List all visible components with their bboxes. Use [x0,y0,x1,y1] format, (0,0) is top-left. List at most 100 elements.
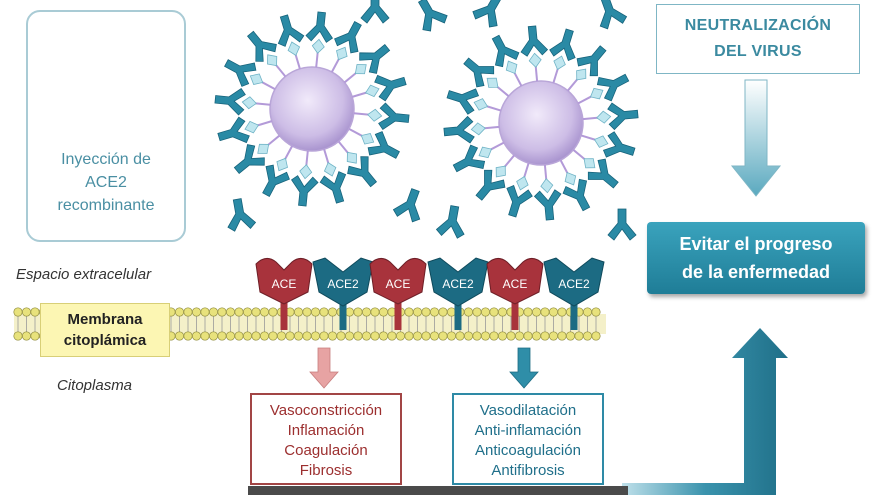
ace-effect-item: Coagulación [284,442,368,459]
ace2-bound-tip [502,57,521,77]
lipid-head-inner [242,331,253,341]
antibody-icon [377,102,411,133]
spike-stalk [254,102,271,106]
lipid-head-outer [463,307,474,317]
lipid-head-inner [251,331,261,341]
lipid-head-outer [582,307,593,317]
lipid-head-inner [336,331,346,341]
lipid-head-inner [489,331,499,341]
lipid-head-inner [21,331,32,341]
ace2-bound-tip [471,96,490,113]
lipid-head-inner [285,331,295,341]
lipid-head-inner [310,331,321,341]
lipid-head-inner [370,331,380,341]
spike-stalk [567,77,579,92]
lipid-head-outer [327,307,338,317]
lipid-head-outer [531,307,542,317]
antibody-icon [606,100,640,131]
ace2-effect-item: Anti-inflamación [474,422,582,439]
ace2-bound-tip [322,160,339,179]
antibody-icon [518,24,549,58]
lipid-head-inner [591,331,601,341]
ace2-effect-item: Antifibrosis [491,462,565,479]
lipid-head-inner [480,331,491,341]
receptor-label: ACE2 [327,277,359,291]
receptor-stem [570,300,578,330]
receptor-label: ACE2 [442,277,474,291]
lipid-head-outer [421,307,431,317]
receptor-stem [394,300,402,330]
virus-particle-left [213,10,411,208]
ace-receptor: ACE [486,258,544,330]
antibody-icon [533,188,564,222]
lipid-head-inner [455,331,465,341]
lipid-head-inner [506,331,516,341]
lipid-head-outer [13,307,23,317]
antibody-icon [594,65,634,104]
ace2-receptor: ACE2 [312,257,374,330]
ace2-bound-tip [298,163,313,180]
lipid-head-inner [497,331,508,341]
bottom-bar [248,486,628,495]
lipid-head-outer [234,307,244,317]
receptor-head [486,258,544,305]
lipid-head-outer [259,307,270,317]
spike-stalk [552,67,560,84]
lipid-head-outer [404,307,414,317]
antibody-icon [607,208,637,241]
lipid-head-inner [276,331,287,341]
spike-stalk [489,141,505,151]
lipid-head-inner [268,331,278,341]
lipid-head-outer [378,307,389,317]
antibody-icon [590,0,629,32]
lipid-head-outer [446,307,457,317]
spike-stalk [283,145,294,161]
lipid-head-inner [523,331,533,341]
spike-stalk [559,159,569,175]
ace2-bound-tip [358,129,377,148]
cytoplasm-label: Citoplasma [57,377,133,394]
neutralization-line1: NEUTRALIZACIÓN [684,17,832,34]
lipid-head-inner [574,331,584,341]
lipid-head-outer [438,307,448,317]
receptor-label: ACE [272,277,297,291]
spike-stalk [483,125,500,130]
ace-effects-box: Vasoconstricción Inflamación Coagulación… [250,393,402,485]
spike-stalk [274,63,287,78]
lipid-head-inner [30,331,40,341]
arrow-down-icon [730,79,782,197]
ace2-receptor: ACE2 [427,257,489,330]
injection-line1: Inyección de [61,151,151,168]
spike-stalk [582,116,599,121]
spike-stalk [534,65,539,82]
lipid-head-outer [268,307,278,317]
antibody-icon [443,81,481,117]
lipid-head-outer [497,307,508,317]
antibody-icon [435,203,469,240]
antibody-icon [318,169,354,207]
ace2-bound-tip [587,84,607,103]
antibody-icon [270,11,306,49]
spike-stalk [305,150,309,167]
receptor-label: ACE2 [558,277,590,291]
lipid-head-outer [548,307,559,317]
lipid-head-outer [591,307,601,317]
ace2-bound-tip [561,169,580,189]
outcome-line1: Evitar el progreso [679,234,833,254]
injection-caption: Inyección de ACE2 recombinante [26,148,186,217]
lipid-head-outer [540,307,550,317]
lipid-head-inner [404,331,414,341]
lipid-head-inner [540,331,550,341]
antibody-icon [448,142,488,181]
antibody-icon [305,10,336,44]
lipid-head-outer [361,307,372,317]
lipid-head-inner [421,331,431,341]
receptor-head [427,257,489,307]
lipid-head-outer [480,307,491,317]
spike-stalk [572,149,587,161]
ace2-bound-tip [475,143,495,162]
spike-stalk [330,57,341,73]
ace2-bound-tip [311,38,326,55]
lipid-head-inner [353,331,363,341]
lipid-head-inner [344,331,355,341]
